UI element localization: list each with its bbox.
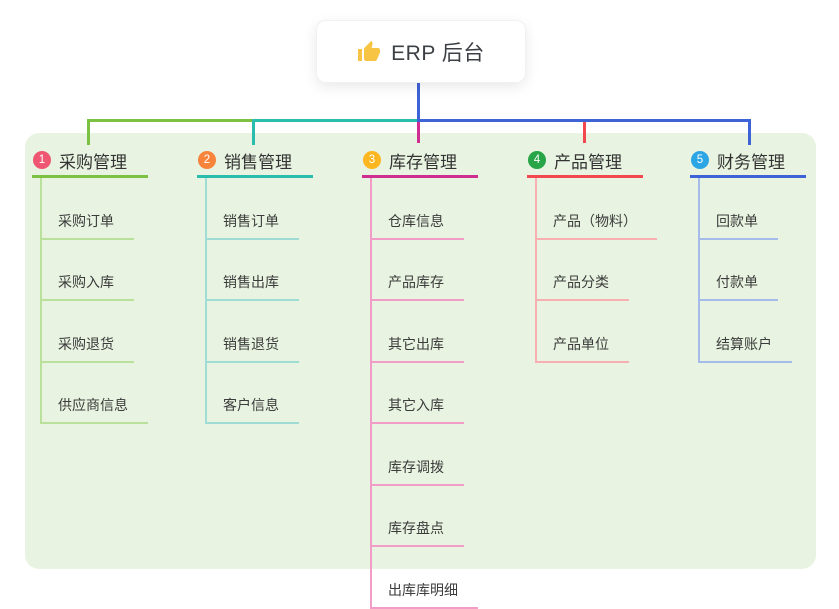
child-node-label: 产品（物料） xyxy=(553,212,637,229)
child-node-label: 采购退货 xyxy=(58,335,114,352)
branch-1-drop-line xyxy=(87,119,90,145)
branch-node-purchase[interactable]: 1 采购管理 xyxy=(32,145,148,178)
branch-3-drop-line xyxy=(417,122,420,143)
child-node[interactable]: 产品分类 xyxy=(537,240,629,301)
child-node-label: 客户信息 xyxy=(223,397,279,413)
child-node[interactable]: 其它出库 xyxy=(372,301,464,363)
child-node[interactable]: 销售出库 xyxy=(207,240,299,301)
branch-node-inventory[interactable]: 3 库存管理 xyxy=(362,145,478,178)
child-node[interactable]: 产品单位 xyxy=(537,301,629,363)
child-node[interactable]: 销售订单 xyxy=(207,178,299,240)
branch-inventory: 3 库存管理 仓库信息 产品库存 其它出库 其它入库 库存调拨 库存盘点 出库库… xyxy=(362,145,478,609)
branch-node-sales[interactable]: 2 销售管理 xyxy=(197,145,313,178)
branch-5-drop-line xyxy=(748,119,751,145)
child-node-label: 采购订单 xyxy=(58,212,114,229)
child-node[interactable]: 客户信息 xyxy=(207,363,299,424)
branch-1-children: 采购订单 采购入库 采购退货 供应商信息 xyxy=(40,178,148,424)
branch-4-badge: 4 xyxy=(528,151,546,169)
branch-4-children: 产品（物料） 产品分类 产品单位 xyxy=(535,178,657,363)
branch-3-badge: 3 xyxy=(363,151,381,169)
child-node-label: 付款单 xyxy=(716,274,758,290)
branch-5-connector-line xyxy=(417,119,751,122)
child-node-label: 销售退货 xyxy=(223,335,279,352)
child-node[interactable]: 采购订单 xyxy=(42,178,134,240)
child-node[interactable]: 产品（物料） xyxy=(537,178,657,240)
branch-5-badge: 5 xyxy=(691,151,709,169)
branch-4-title: 产品管理 xyxy=(554,152,622,172)
child-node[interactable]: 回款单 xyxy=(700,178,778,240)
thumbs-up-icon xyxy=(358,40,381,61)
branch-2-connector-line xyxy=(252,119,419,122)
child-node[interactable]: 产品库存 xyxy=(372,240,464,301)
mindmap-background-panel xyxy=(25,133,816,569)
child-node[interactable]: 付款单 xyxy=(700,240,778,301)
branch-4-drop-line xyxy=(583,122,586,143)
child-node-label: 销售出库 xyxy=(223,274,279,290)
child-node-label: 结算账户 xyxy=(716,335,772,352)
branch-3-title: 库存管理 xyxy=(389,152,457,172)
branch-node-product[interactable]: 4 产品管理 xyxy=(527,145,643,178)
branch-purchase: 1 采购管理 采购订单 采购入库 采购退货 供应商信息 xyxy=(32,145,148,424)
branch-2-children: 销售订单 销售出库 销售退货 客户信息 xyxy=(205,178,313,424)
child-node-label: 产品库存 xyxy=(388,274,444,290)
root-node-label: ERP 后台 xyxy=(391,41,485,65)
branch-2-drop-line xyxy=(252,119,255,145)
child-node-label: 仓库信息 xyxy=(388,212,444,229)
root-node[interactable]: ERP 后台 xyxy=(316,20,526,83)
branch-3-children: 仓库信息 产品库存 其它出库 其它入库 库存调拨 库存盘点 出库库明细 xyxy=(370,178,478,609)
branch-1-connector-line xyxy=(87,119,254,122)
child-node[interactable]: 仓库信息 xyxy=(372,178,464,240)
branch-5-children: 回款单 付款单 结算账户 xyxy=(698,178,806,363)
child-node-label: 库存盘点 xyxy=(388,520,444,536)
child-node[interactable]: 结算账户 xyxy=(700,301,792,363)
child-node-label: 销售订单 xyxy=(223,212,279,229)
child-node-label: 产品分类 xyxy=(553,274,609,290)
child-node[interactable]: 供应商信息 xyxy=(42,363,148,424)
branch-2-title: 销售管理 xyxy=(224,152,292,172)
child-node-label: 回款单 xyxy=(716,212,758,229)
branch-1-title: 采购管理 xyxy=(59,152,127,172)
branch-5-title: 财务管理 xyxy=(717,152,785,172)
child-node-label: 其它入库 xyxy=(388,397,444,413)
child-node[interactable]: 其它入库 xyxy=(372,363,464,424)
child-node-label: 出库库明细 xyxy=(388,581,458,598)
root-connector-line xyxy=(417,81,420,121)
child-node[interactable]: 库存盘点 xyxy=(372,486,464,547)
child-node-label: 采购入库 xyxy=(58,274,114,290)
branch-node-finance[interactable]: 5 财务管理 xyxy=(690,145,806,178)
child-node[interactable]: 销售退货 xyxy=(207,301,299,363)
child-node-label: 供应商信息 xyxy=(58,397,128,413)
child-node[interactable]: 出库库明细 xyxy=(372,547,478,609)
branch-product: 4 产品管理 产品（物料） 产品分类 产品单位 xyxy=(527,145,657,363)
child-node[interactable]: 采购退货 xyxy=(42,301,134,363)
branch-sales: 2 销售管理 销售订单 销售出库 销售退货 客户信息 xyxy=(197,145,313,424)
child-node-label: 产品单位 xyxy=(553,335,609,352)
child-node[interactable]: 库存调拨 xyxy=(372,424,464,486)
branch-2-badge: 2 xyxy=(198,151,216,169)
branch-1-badge: 1 xyxy=(33,151,51,169)
branch-finance: 5 财务管理 回款单 付款单 结算账户 xyxy=(690,145,806,363)
child-node-label: 库存调拨 xyxy=(388,458,444,475)
child-node[interactable]: 采购入库 xyxy=(42,240,134,301)
child-node-label: 其它出库 xyxy=(388,335,444,352)
